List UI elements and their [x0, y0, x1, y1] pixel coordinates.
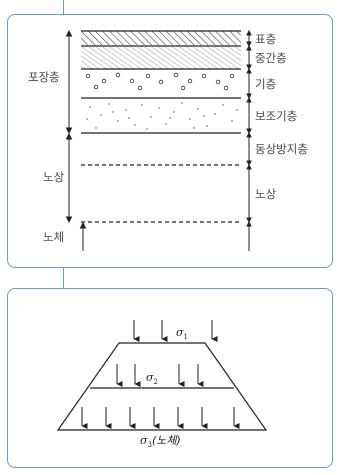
- intermediate-layer: [81, 47, 241, 69]
- layer-label-surface: 표층: [255, 32, 276, 46]
- dashed-boundaries: [81, 164, 241, 223]
- pavement-label: 포장층: [28, 70, 60, 84]
- subbase-speckles: [86, 102, 238, 130]
- subgrade-body-label: 노체: [43, 230, 64, 244]
- layer-boundaries: [81, 30, 241, 134]
- stress-arrows-level-1: [133, 320, 218, 342]
- stress-distribution-panel: σ1 σ2 σ3(노체): [7, 288, 333, 468]
- layer-label-intermediate: 중간층: [255, 51, 287, 65]
- connector-top: [63, 0, 64, 14]
- layer-label-frost-protection: 동상방지층: [255, 142, 308, 156]
- connector-middle: [63, 268, 64, 288]
- roadbed-bracket: [65, 132, 73, 224]
- sigma-3-label: σ3(노체): [140, 434, 181, 449]
- roadbed-label: 노상: [43, 170, 65, 184]
- layer-label-base: 기층: [255, 77, 276, 91]
- sigma-2-label: σ2: [146, 371, 158, 386]
- base-course-aggregate: [85, 72, 235, 91]
- subgrade-body-bracket: [79, 221, 87, 251]
- layer-label-roadbed: 노상: [255, 187, 277, 201]
- stress-distribution-diagram: σ1 σ2 σ3(노체): [56, 320, 268, 449]
- surface-layer: [81, 31, 241, 45]
- stress-arrows-level-2: [116, 364, 204, 387]
- pavement-structure-panel: 포장층 노상 노체 표층 중간층 기층 보조기층 동상방지층 노상: [7, 14, 333, 268]
- layer-label-subbase: 보조기층: [255, 109, 297, 123]
- right-dimension-line: [246, 29, 252, 251]
- pavement-structure-diagram: 포장층 노상 노체 표층 중간층 기층 보조기층 동상방지층 노상: [28, 29, 308, 251]
- sigma-1-label: σ1: [176, 326, 188, 341]
- stress-arrows-level-3: [81, 407, 240, 429]
- load-trapezoid: [56, 342, 268, 431]
- pavement-bracket: [65, 29, 73, 135]
